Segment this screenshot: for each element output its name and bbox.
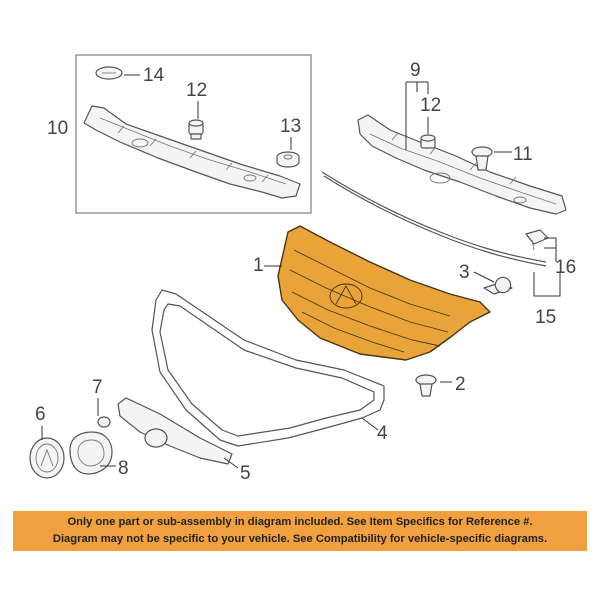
molding-strip (321, 171, 547, 267)
callout-6: 6 (35, 404, 46, 425)
leader-16 (544, 237, 557, 262)
emblem-part-6 (29, 437, 65, 479)
callout-7: 7 (92, 377, 103, 398)
grille-highlight (277, 225, 491, 361)
callout-4: 4 (377, 423, 388, 444)
clip-part-16 (525, 229, 549, 251)
callout-3: 3 (459, 262, 470, 283)
leader-9 (405, 81, 429, 150)
callout-2: 2 (455, 374, 466, 395)
leader-3 (473, 271, 495, 283)
inset-box (75, 54, 312, 214)
notice-line-2: Diagram may not be specific to your vehi… (52, 533, 548, 545)
clip-part-7 (97, 416, 111, 428)
callout-15: 15 (535, 307, 556, 328)
callout-1: 1 (253, 255, 264, 276)
callout-8: 8 (118, 458, 129, 479)
upper-bracket-inset (83, 105, 301, 199)
clip-part-14 (95, 66, 123, 80)
upper-support-right (357, 114, 567, 215)
screw-part-3 (483, 276, 513, 295)
notice-line-1: Only one part or sub-assembly in diagram… (67, 516, 533, 528)
callout-12-inset: 12 (186, 80, 207, 101)
nut-part-13 (276, 151, 300, 168)
callout-16: 16 (555, 257, 576, 278)
callout-9: 9 (410, 60, 421, 81)
callout-11: 11 (513, 144, 533, 165)
leader-4 (361, 417, 379, 431)
clip-part-11 (471, 146, 493, 171)
callout-13: 13 (280, 116, 301, 137)
emblem-part-8 (69, 431, 113, 475)
callout-12-right: 12 (420, 95, 441, 116)
callout-10: 10 (47, 118, 68, 139)
leader-5 (223, 457, 239, 469)
bolt-part-12-inset (188, 119, 204, 140)
callout-14: 14 (143, 65, 165, 86)
bolt-part-12-right (420, 134, 436, 149)
grille-frame-part-4 (151, 289, 385, 447)
callout-5: 5 (240, 463, 251, 484)
grille-part-1 (277, 225, 491, 361)
leader-15 (533, 272, 561, 297)
clip-part-2 (415, 374, 437, 397)
emblem-base-part-5 (117, 397, 233, 465)
notice-banner: Only one part or sub-assembly in diagram… (13, 511, 587, 551)
